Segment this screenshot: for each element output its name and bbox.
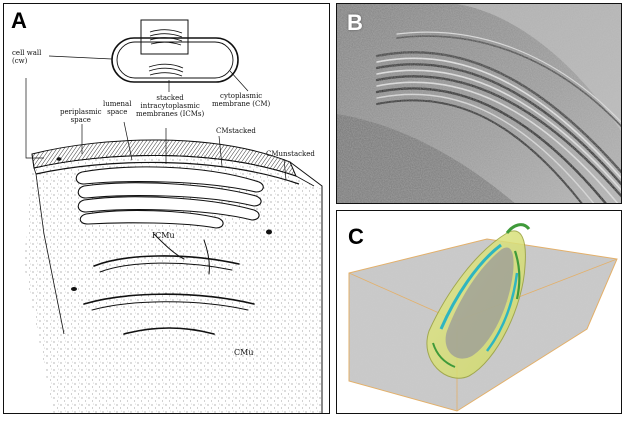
label-cytoplasmic-line2: membrane (CM) <box>212 100 271 108</box>
panel-a-diagram: A <box>3 3 330 414</box>
label-periplasmic-space: periplasmic space <box>60 108 102 124</box>
label-cytoplasmic-line1: cytoplasmic <box>220 92 263 100</box>
panel-c-letter: C <box>348 224 364 249</box>
label-cell-wall-line1: cell wall <box>12 49 42 57</box>
label-cm-u: CMu <box>234 348 254 357</box>
label-icm-u: ICMu <box>152 231 175 240</box>
reconstruction-render <box>348 223 618 412</box>
cell-overview <box>48 19 249 92</box>
label-stacked-line1: stacked <box>156 94 184 102</box>
panel-c-3d-reconstruction: C <box>336 210 622 414</box>
label-stacked-icm: stacked intracytoplasmic membranes (ICMs… <box>136 94 204 118</box>
lower-invaginations <box>83 233 255 335</box>
label-cytoplasmic-membrane: cytoplasmic membrane (CM) <box>212 92 270 108</box>
micrograph-image <box>337 4 621 203</box>
label-lumenal-line2: space <box>107 108 128 116</box>
membrane-blebs <box>56 157 272 291</box>
label-lumenal-space: lumenal space <box>103 100 131 116</box>
panel-b-micrograph: B <box>336 3 622 204</box>
label-periplasmic-line2: space <box>70 116 91 124</box>
label-stacked-line2: intracytoplasmic <box>140 102 200 110</box>
panel-b-letter: B <box>347 10 363 35</box>
label-periplasmic-line1: periplasmic <box>60 108 102 116</box>
label-cell-wall: cell wall (cw) <box>12 49 41 65</box>
label-cell-wall-line2: (cw) <box>12 57 28 65</box>
label-cm-stacked: CMstacked <box>216 127 256 135</box>
stacked-membranes <box>75 166 264 229</box>
label-lumenal-line1: lumenal <box>103 100 132 108</box>
reconstructed-cell <box>426 223 531 379</box>
label-stacked-line3: membranes (ICMs) <box>136 110 205 118</box>
panel-a-letter: A <box>11 8 27 33</box>
cell-membrane-illustration <box>24 19 323 413</box>
label-cm-unstacked: CMunstacked <box>266 150 315 158</box>
